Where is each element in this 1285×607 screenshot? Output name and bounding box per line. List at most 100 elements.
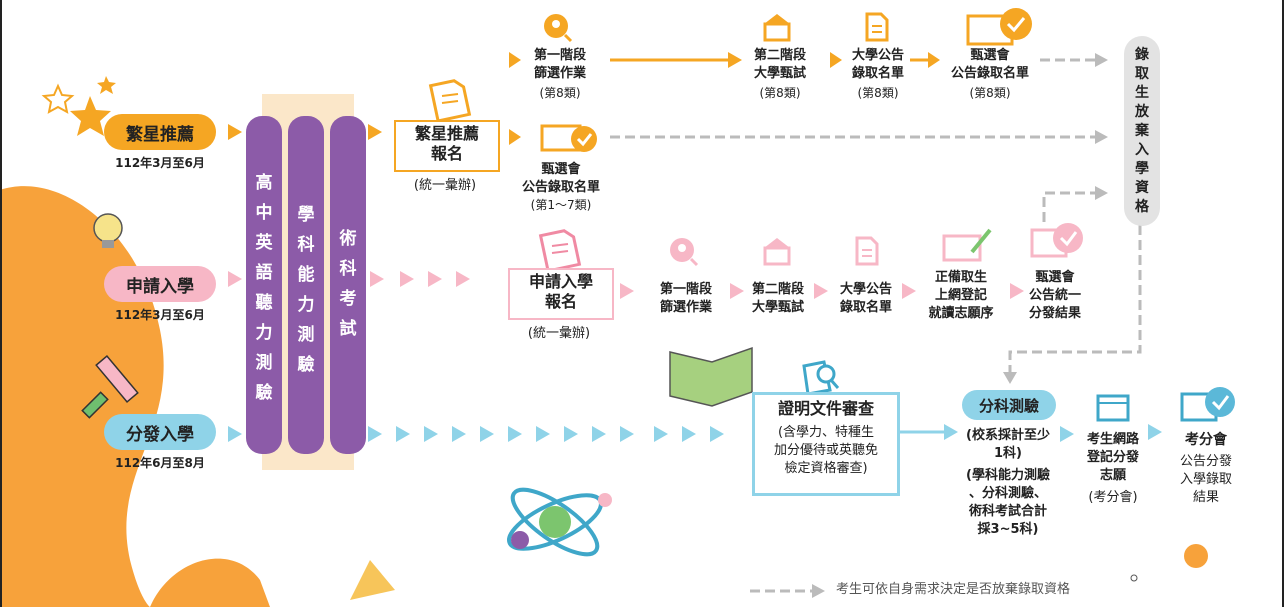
star-stage1-line2: 篩選作業 [533,66,586,81]
subject-test-line5: 術科考試合計 [968,504,1047,519]
dot-decor [1184,544,1208,568]
track-star-pill: 繁星推薦 [104,114,216,150]
track-apply-date: 112年3月至6月 [115,308,205,322]
star-committee-line1: 甄選會 [970,48,1010,63]
online-reg-line1: 考生網路 [1086,432,1139,447]
online-reg-line2: 登記分發 [1086,450,1139,465]
star-stage1-line3: (第8類) [539,86,581,100]
star-univlist-line2: 錄取名單 [851,66,904,81]
exam-english-char: 驗 [255,383,273,403]
exam-english-char: 測 [255,353,273,373]
check-window-icon-small [540,124,597,152]
doc-review-box: 證明文件審查 (含學力、特種生 加分優待或英聽免 檢定資格審查) [752,392,900,496]
people-search-icon [544,14,573,43]
waiver-char: 資 [1135,179,1149,196]
exam-english-listening-bar: 高中英語聽力測驗 [246,116,282,454]
star-stage1-line1: 第一階段 [533,48,586,63]
apply-result-line3: 分發結果 [1028,306,1081,321]
subject-test-line2: 1科) [994,446,1022,461]
track-star-date: 112年3月至6月 [115,156,205,170]
subject-test-line6: 採3~5科) [977,522,1039,537]
check-window-icon-blue [1180,387,1235,422]
waiver-char: 入 [1135,141,1149,158]
star-stage2-line2: 大學甄試 [753,66,806,81]
online-register-icon [942,228,992,262]
star-decor [70,96,111,136]
star-register-title2: 報名 [430,144,463,163]
online-reg-line4: (考分會) [1088,490,1138,505]
document-icon [428,79,472,123]
final-result-line2: 入學錄取 [1179,472,1232,487]
doc-review-line2: 加分優待或英聽免 [773,443,878,458]
subject-test-line1: (校系採計至少 [966,428,1050,443]
subject-test-pill: 分科測驗 [962,390,1056,420]
check-window-icon-pink [1030,223,1083,258]
track-dist-label: 分發入學 [126,424,194,445]
apply-register-title: 申請入學 [528,272,593,291]
orange-blob-small [150,558,270,607]
exam-gsat-char: 驗 [297,355,315,375]
track-apply-pill: 申請入學 [104,266,216,302]
waiver-char: 取 [1135,65,1149,82]
admission-waiver-pill: 錄取生放棄入學資格 [1124,36,1160,226]
doc-review-title: 證明文件審查 [777,399,874,418]
exam-english-char: 力 [255,323,273,343]
exam-arts-char: 考 [339,289,357,309]
waiver-char: 錄 [1135,46,1149,63]
star-univlist-line1: 大學公告 [851,48,904,63]
apply-register-note: (統一彙辦) [527,326,591,341]
people-search-icon-pink [670,238,699,267]
track-apply-label: 申請入學 [126,276,194,297]
apply-univlist-line2: 錄取名單 [839,300,892,315]
apply-register-line1: 正備取生 [934,270,987,285]
waiver-char: 棄 [1135,122,1149,139]
waiver-char: 生 [1135,84,1149,101]
list-document-icon [865,12,889,42]
track-star-label: 繁星推薦 [126,124,194,145]
waiver-char: 格 [1135,198,1149,215]
pencil-icon [95,355,139,403]
university-icon-pink [763,238,791,266]
apply-univlist-line1: 大學公告 [839,282,892,297]
exam-english-char: 英 [255,233,273,253]
star-register-title: 繁星推薦 [414,124,479,143]
apply-register-line2: 上網登記 [934,288,987,303]
exam-arts-char: 科 [339,259,357,279]
doc-review-line1: (含學力、特種生 [777,425,875,440]
doc-review-line3: 檢定資格審查) [784,461,868,476]
track-dist-date: 112年6月至8月 [115,456,205,470]
star-stage2-line1: 第二階段 [753,48,806,63]
star-committee-line2: 公告錄取名單 [950,66,1029,81]
exam-english-char: 高 [255,173,273,193]
document-icon-pink [538,229,582,273]
exam-gsat-char: 學 [297,205,315,225]
apply-stage1-line1: 第一階段 [659,282,712,297]
star-register-box: 繁星推薦 報名 [394,120,500,172]
university-icon [763,14,791,42]
exam-gsat-char: 力 [297,295,315,315]
star-committee17-line1: 甄選會 [541,162,581,177]
subject-test-line4: 、分科測驗、 [968,486,1047,501]
legend-text: 考生可依自身需求決定是否放棄錄取資格 [836,582,1071,597]
apply-stage2-line1: 第二階段 [751,282,804,297]
exam-arts-char: 術 [339,229,357,249]
track-dist-pill: 分發入學 [104,414,216,450]
apply-register-title2: 報名 [544,292,577,311]
apply-register-box: 申請入學 報名 [508,268,614,320]
star-committee-line3: (第8類) [969,86,1011,100]
document-search-icon [802,360,840,396]
waiver-char: 學 [1135,160,1149,177]
final-result-line1: 公告分發 [1179,454,1232,469]
star-committee17-line2: 公告錄取名單 [521,180,600,195]
star-committee17-line3: (第1～7類) [530,198,592,212]
exam-arts-bar: 術科考試 [330,116,366,454]
list-document-icon-pink [855,236,879,266]
subject-test-title: 分科測驗 [978,396,1039,415]
atom-icon [507,487,612,557]
final-result-title: 考分會 [1185,432,1227,448]
apply-register-line3: 就讀志願序 [928,306,994,321]
exam-gsat-char: 測 [297,325,315,345]
exam-arts-char: 試 [339,319,357,339]
apply-result-line1: 甄選會 [1035,270,1075,285]
